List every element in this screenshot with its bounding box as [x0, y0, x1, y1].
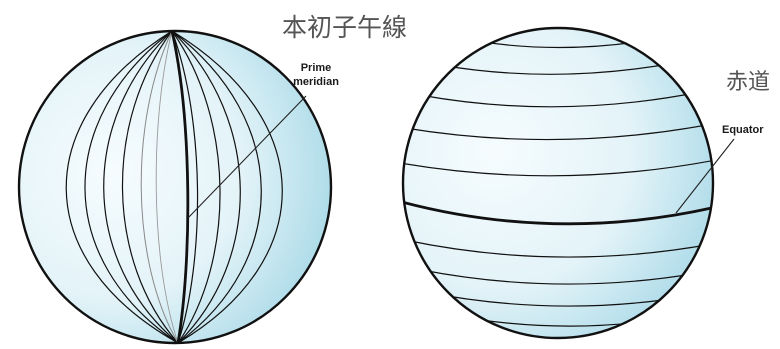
left-globe-outline — [17, 29, 333, 345]
prime-meridian-label-line2: meridian — [293, 76, 339, 88]
meridian-line — [140, 31, 179, 343]
meridian-lines — [65, 31, 283, 343]
meridian-line — [171, 31, 262, 343]
equator-leader-line — [675, 138, 735, 214]
parallel-lines — [403, 39, 713, 327]
parallel-line — [419, 91, 701, 108]
prime-meridian-title: 本初子午線 — [282, 13, 407, 42]
parallel-line — [439, 61, 681, 75]
prime-meridian-line — [170, 31, 190, 343]
left-globe: Prime meridian 本初子午線 — [17, 13, 407, 345]
equator-line — [403, 200, 713, 226]
parallel-line — [404, 239, 713, 258]
equator-label: Equator — [722, 124, 764, 136]
meridian-line — [171, 31, 283, 343]
parallel-line — [404, 123, 713, 141]
prime-meridian-leader-line — [187, 95, 307, 219]
meridian-line — [65, 31, 179, 343]
prime-meridian-label-line1: Prime — [301, 62, 332, 74]
meridian-line — [171, 31, 199, 343]
meridian-line — [84, 31, 179, 343]
meridian-line — [155, 31, 179, 343]
parallel-line — [403, 159, 713, 177]
right-globe-outline — [401, 26, 715, 340]
right-globe: Equator 赤道 — [401, 26, 770, 340]
left-globe-body — [19, 31, 331, 343]
meridian-line — [171, 31, 241, 343]
meridian-line — [121, 31, 179, 343]
parallel-line — [411, 267, 705, 285]
equator-title: 赤道 — [726, 70, 770, 95]
meridian-line — [103, 31, 179, 343]
parallel-line — [424, 291, 691, 307]
meridian-line — [171, 31, 221, 343]
right-globe-body — [403, 28, 713, 338]
